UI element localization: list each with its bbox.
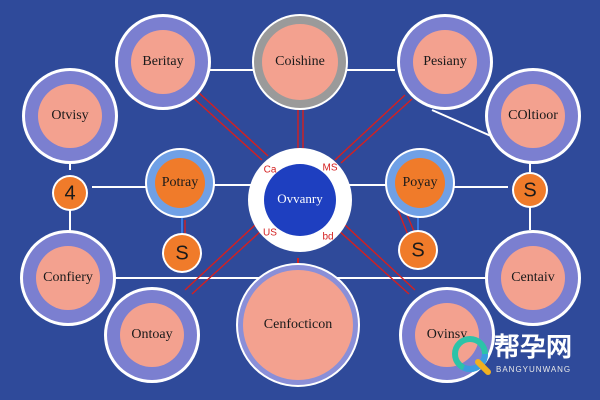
red-annotation: US — [263, 228, 277, 239]
node-top-right: Pesiany — [397, 14, 493, 110]
node-left-upper: Otvisy — [22, 68, 118, 164]
link-line — [334, 94, 413, 164]
node-label: Confiery — [43, 270, 93, 285]
node-top-center: Coishine — [252, 14, 348, 110]
link-line — [337, 224, 416, 295]
center-label: Ovvanry — [277, 191, 323, 206]
node-label: Ontoay — [131, 327, 172, 342]
watermark-logo-icon — [452, 336, 491, 375]
node-center: Ovvanry — [248, 148, 352, 252]
link-line — [184, 224, 263, 295]
watermark-subtext: BANGYUNWANG — [496, 365, 571, 374]
watermark-text: 帮孕网 — [494, 333, 572, 363]
node-label: Ovinsy — [427, 327, 467, 342]
node-bottom-right: Ovinsy — [399, 287, 495, 383]
node-label: COltioor — [508, 108, 558, 123]
node-right-lower: Centaiv — [485, 230, 581, 326]
node-inner-right: Poyay — [385, 148, 455, 218]
node-top-left: Beritay — [115, 14, 211, 110]
node-bottom-left: Ontoay — [104, 287, 200, 383]
node-label: Coishine — [275, 54, 325, 69]
node-label: Beritay — [142, 54, 183, 69]
link-line — [297, 110, 304, 150]
badge-label: S — [175, 242, 188, 264]
link-line — [189, 91, 269, 161]
connector-line — [431, 109, 501, 141]
badge-right: S — [512, 172, 548, 208]
badge-inner-left: S — [162, 233, 202, 273]
node-label: Potray — [162, 175, 199, 190]
badge-label: S — [523, 179, 536, 201]
link-lines — [184, 91, 428, 298]
watermark: 帮孕网 BANGYUNWANG — [452, 333, 572, 375]
node-left-lower: Confiery — [20, 230, 116, 326]
node-label: Cenfocticon — [264, 317, 332, 332]
node-inner-left: Potray — [145, 148, 215, 218]
node-label: Poyay — [403, 175, 438, 190]
node-bottom-center: Cenfocticon — [236, 263, 360, 387]
badge-left: 4 — [52, 175, 88, 211]
red-annotation: Ca — [264, 165, 277, 176]
node-right-upper: COltioor — [485, 68, 581, 164]
node-label: Centaiv — [511, 270, 555, 285]
red-annotation: bd — [322, 232, 333, 243]
badge-inner-right: S — [398, 230, 438, 270]
badge-label: S — [411, 239, 424, 261]
red-annotation: MS — [323, 163, 338, 174]
badge-label: 4 — [64, 182, 75, 204]
node-label: Otvisy — [51, 108, 88, 123]
node-label: Pesiany — [423, 54, 467, 69]
